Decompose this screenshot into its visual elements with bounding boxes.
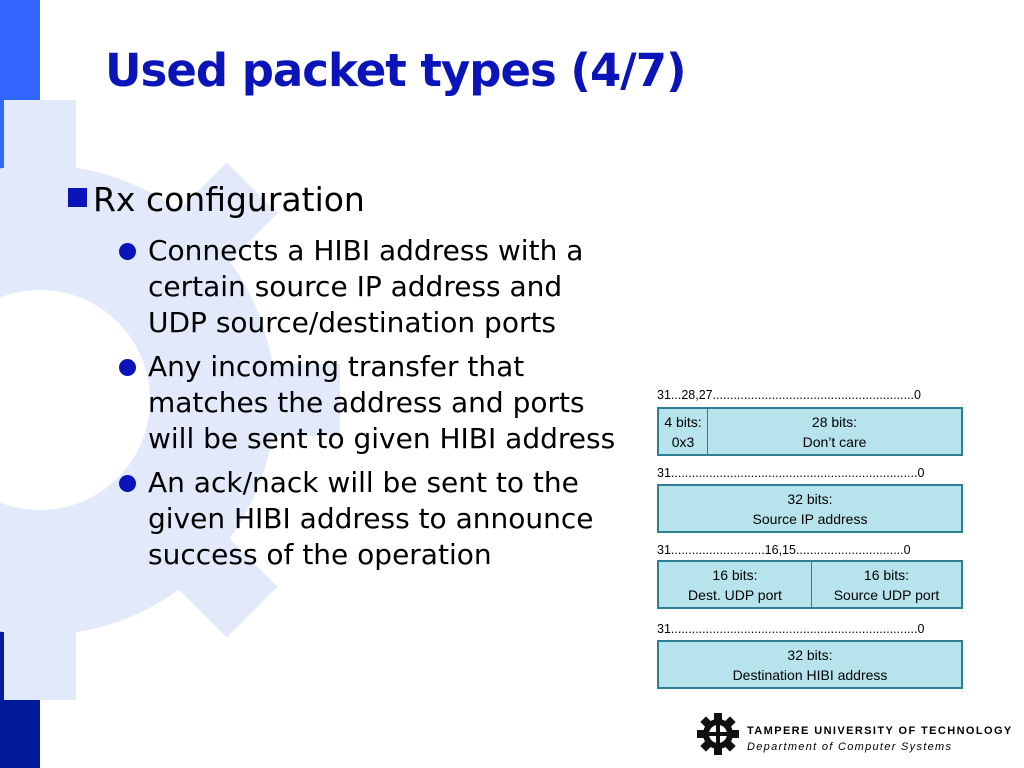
square-bullet-icon bbox=[68, 188, 87, 207]
sub-bullet-text: Connects a HIBI address with a certain s… bbox=[148, 234, 584, 339]
field-cell: 16 bits: Source UDP port bbox=[811, 562, 961, 607]
field-size: 4 bits: bbox=[664, 413, 702, 430]
field-cell: 28 bits: Don’t care bbox=[707, 409, 961, 454]
sub-bullet-text: An ack/nack will be sent to the given HI… bbox=[148, 466, 594, 571]
field-name: Source IP address bbox=[752, 510, 868, 527]
field-size: 16 bits: bbox=[863, 566, 910, 583]
sub-bullet: Any incoming transfer that matches the a… bbox=[118, 349, 618, 457]
sub-bullet-list: Connects a HIBI address with a certain s… bbox=[118, 233, 618, 581]
round-bullet-icon bbox=[119, 475, 136, 492]
gear-watermark-icon bbox=[0, 100, 340, 700]
sub-bullet: An ack/nack will be sent to the given HI… bbox=[118, 465, 618, 573]
field-name: 0x3 bbox=[671, 433, 695, 450]
field-size: 16 bits: bbox=[712, 566, 758, 583]
bullet-rx-configuration: Rx configuration bbox=[68, 180, 365, 219]
packet-word-1: 4 bits: 0x3 28 bits: Don’t care bbox=[657, 407, 963, 456]
round-bullet-icon bbox=[119, 243, 136, 260]
field-name: Destination HIBI address bbox=[732, 666, 888, 683]
field-cell: 32 bits: Destination HIBI address bbox=[659, 642, 961, 687]
field-size: 28 bits: bbox=[811, 413, 858, 430]
field-cell: 4 bits: 0x3 bbox=[659, 409, 707, 454]
field-name: Source UDP port bbox=[833, 586, 940, 603]
field-size: 32 bits: bbox=[787, 490, 833, 507]
field-cell: 32 bits: Source IP address bbox=[659, 486, 961, 531]
packet-word-3: 16 bits: Dest. UDP port 16 bits: Source … bbox=[657, 560, 963, 609]
bit-range-label: 31...28,27..............................… bbox=[657, 388, 921, 402]
bit-range-label: 31......................................… bbox=[657, 622, 925, 636]
packet-word-4: 32 bits: Destination HIBI address bbox=[657, 640, 963, 689]
round-bullet-icon bbox=[119, 359, 136, 376]
bullet-text: Rx configuration bbox=[93, 180, 365, 219]
university-gear-logo-icon bbox=[697, 713, 739, 755]
sub-bullet-text: Any incoming transfer that matches the a… bbox=[148, 350, 616, 455]
department-name: Department of Computer Systems bbox=[747, 741, 953, 753]
slide-title: Used packet types (4/7) bbox=[105, 44, 687, 97]
bit-range-label: 31...........................16,15......… bbox=[657, 543, 911, 557]
field-name: Dest. UDP port bbox=[688, 586, 782, 603]
field-name: Don’t care bbox=[802, 433, 867, 450]
sub-bullet: Connects a HIBI address with a certain s… bbox=[118, 233, 618, 341]
packet-word-2: 32 bits: Source IP address bbox=[657, 484, 963, 533]
field-cell: 16 bits: Dest. UDP port bbox=[659, 562, 811, 607]
university-name: TAMPERE UNIVERSITY OF TECHNOLOGY bbox=[747, 725, 1013, 737]
field-size: 32 bits: bbox=[787, 646, 833, 663]
bit-range-label: 31......................................… bbox=[657, 466, 925, 480]
